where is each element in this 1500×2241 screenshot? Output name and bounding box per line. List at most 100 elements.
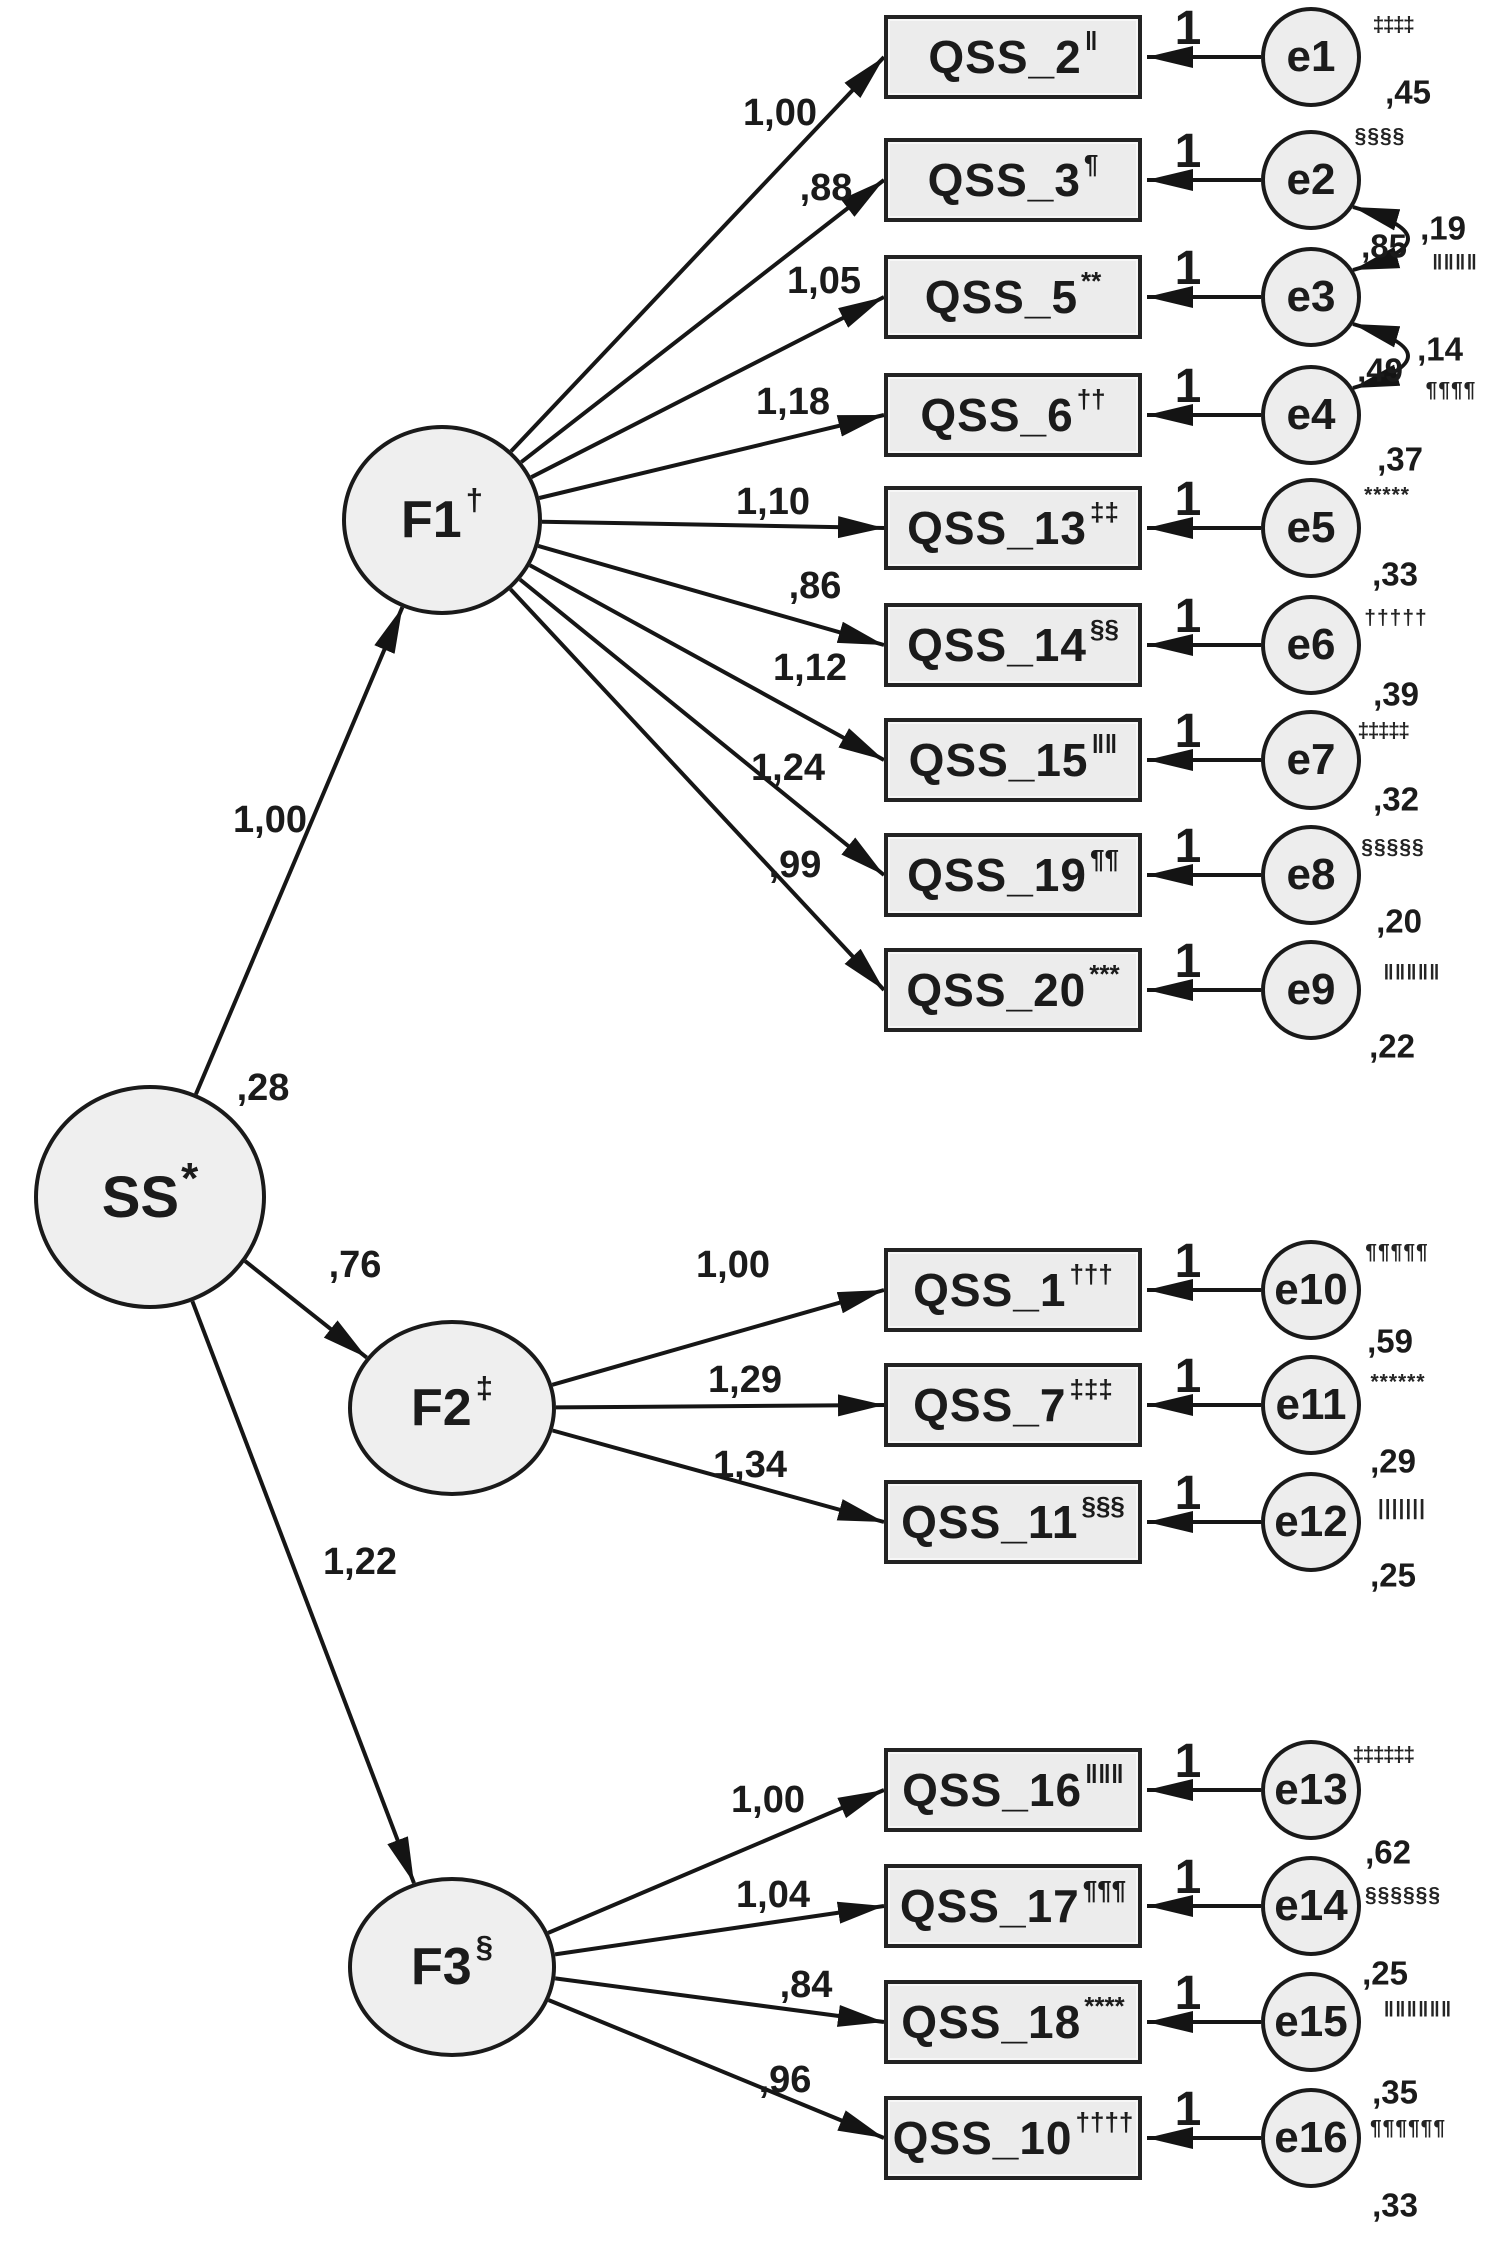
arrow-ss-to-f3 (190, 1300, 416, 1884)
indicator-label: QSS_15 (908, 734, 1089, 786)
error-term-circle: e6 (1261, 595, 1361, 695)
error-term-circle: e15 (1261, 1972, 1361, 2072)
loading-coefficient-label: 1,00 (731, 1779, 805, 1821)
indicator-box: QSS_2‖ (884, 15, 1142, 99)
error-variance-label: ,25 (1362, 1954, 1408, 1992)
arrow-factor-to-indicator (554, 1901, 885, 1957)
error-variance-label: ,62 (1365, 1833, 1411, 1871)
error-term-circle: e14 (1261, 1856, 1361, 1956)
indicator-box: QSS_13‡‡ (884, 486, 1142, 570)
indicator-label: QSS_6 (920, 389, 1074, 441)
arrow-factor-to-indicator (518, 577, 886, 877)
error-footnote-marker: §§§§ (1354, 124, 1406, 148)
indicator-box: QSS_15‖‖ (884, 718, 1142, 802)
footnote-marker: ‡‡‡ (1069, 1373, 1113, 1404)
error-label: e15 (1274, 1997, 1348, 2046)
indicator-box: QSS_6†† (884, 373, 1142, 457)
error-term-circle: e1 (1261, 7, 1361, 107)
covariance-footnote-marker: ¶¶¶¶ (1425, 378, 1477, 402)
error-term-circle: e7 (1261, 710, 1361, 810)
error-label: e4 (1286, 390, 1336, 439)
arrow-factor-to-indicator (528, 563, 885, 762)
error-variance-label: ,35 (1372, 2073, 1418, 2111)
arrow-factor-to-indicator (520, 178, 886, 464)
error-term-circle: e10 (1261, 1240, 1361, 1340)
arrow-factor-to-indicator (541, 516, 885, 539)
fixed-weight-label: 1 (1174, 1350, 1202, 1403)
loading-coefficient-label: ,99 (768, 844, 822, 886)
factor-f2-ellipse: F2‡ (348, 1320, 556, 1496)
error-term-circle: e8 (1261, 825, 1361, 925)
error-footnote-marker: ¶¶¶¶¶¶ (1369, 2116, 1447, 2140)
indicator-label: QSS_18 (901, 1996, 1082, 2048)
indicator-label: QSS_13 (907, 502, 1087, 554)
error-variance-label: ,25 (1370, 1556, 1416, 1594)
error-term-circle: e5 (1261, 478, 1361, 578)
fixed-weight-label: 1 (1174, 1467, 1202, 1520)
indicator-box: QSS_17¶¶¶ (884, 1864, 1142, 1948)
footnote-marker: ‡ (475, 1370, 493, 1405)
error-term-circle: e12 (1261, 1472, 1361, 1572)
arrow-factor-to-indicator (509, 55, 886, 453)
error-label: e12 (1274, 1497, 1348, 1546)
covariance-arc-e3-e4 (1352, 322, 1410, 390)
fixed-weight-label: 1 (1174, 1967, 1202, 2020)
loading-coefficient-label: 1,34 (713, 1444, 787, 1486)
error-variance-label: ,29 (1370, 1442, 1416, 1480)
indicator-label: QSS_1 (913, 1264, 1067, 1316)
fixed-weight-label: 1 (1174, 590, 1202, 643)
structural-coefficient-label: 1,22 (323, 1541, 397, 1583)
error-footnote-marker: ¶¶¶¶¶ (1365, 1240, 1429, 1264)
error-variance-label: ,20 (1376, 902, 1422, 940)
loading-coefficient-label: ,84 (779, 1964, 833, 2006)
arrow-factor-to-indicator (538, 413, 885, 500)
ss-variance-label: ,28 (236, 1067, 290, 1109)
indicator-label: QSS_14 (907, 619, 1087, 671)
indicator-label: QSS_16 (902, 1764, 1083, 1816)
footnote-marker: ** (1081, 265, 1102, 296)
covariance-footnote-marker: ‖‖‖‖ (1432, 251, 1478, 275)
indicator-box: QSS_16‖‖‖ (884, 1748, 1142, 1832)
indicator-label: QSS_5 (924, 271, 1079, 323)
arrow-factor-to-indicator (552, 1428, 885, 1524)
indicator-label: QSS_2 (928, 31, 1082, 83)
indicator-label: QSS_7 (913, 1379, 1067, 1431)
loading-coefficient-label: 1,24 (751, 747, 825, 789)
error-footnote-marker: ***** (1364, 483, 1410, 507)
fixed-weight-label: 1 (1174, 360, 1202, 413)
factor-label: F3 (411, 1938, 472, 1996)
latent-ss-ellipse: SS* (34, 1085, 266, 1309)
error-footnote-marker: ‡‡‡‡‡‡ (1352, 1743, 1415, 1767)
factor-label: F2 (411, 1379, 472, 1437)
loading-coefficient-label: 1,29 (708, 1359, 782, 1401)
footnote-marker: § (475, 1929, 493, 1964)
error-label: e5 (1286, 503, 1336, 552)
error-footnote-marker: ‡‡‡‡ (1372, 13, 1415, 37)
error-variance-label: ,32 (1373, 780, 1419, 818)
footnote-marker: ¶ (1083, 148, 1099, 179)
error-footnote-marker: ††††† (1364, 606, 1428, 630)
footnote-marker: †††† (1075, 2106, 1134, 2137)
factor-f3-ellipse: F3§ (348, 1877, 556, 2057)
fixed-weight-label: 1 (1174, 2, 1202, 55)
error-variance-label: ,22 (1369, 1027, 1415, 1065)
error-label: e14 (1274, 1881, 1348, 1930)
arrow-factor-to-indicator (547, 1788, 885, 1935)
error-variance-label: ,45 (1385, 73, 1431, 111)
indicator-box: QSS_18**** (884, 1980, 1142, 2064)
fixed-weight-label: 1 (1174, 473, 1202, 526)
indicator-box: QSS_5** (884, 255, 1142, 339)
arrow-factor-to-indicator (547, 1998, 885, 2140)
footnote-marker: ‖‖‖ (1085, 1758, 1124, 1789)
indicator-label: QSS_10 (892, 2112, 1073, 2164)
error-variance-label: ,33 (1372, 2186, 1418, 2224)
error-footnote-marker: §§§§§ (1361, 835, 1425, 859)
loading-coefficient-label: 1,12 (773, 647, 847, 689)
error-label: e6 (1286, 620, 1336, 669)
covariance-arc-e2-e3 (1352, 205, 1410, 272)
arrow-factor-to-indicator (537, 543, 885, 647)
error-label: e9 (1286, 965, 1336, 1014)
footnote-marker: ‖ (1084, 25, 1098, 56)
